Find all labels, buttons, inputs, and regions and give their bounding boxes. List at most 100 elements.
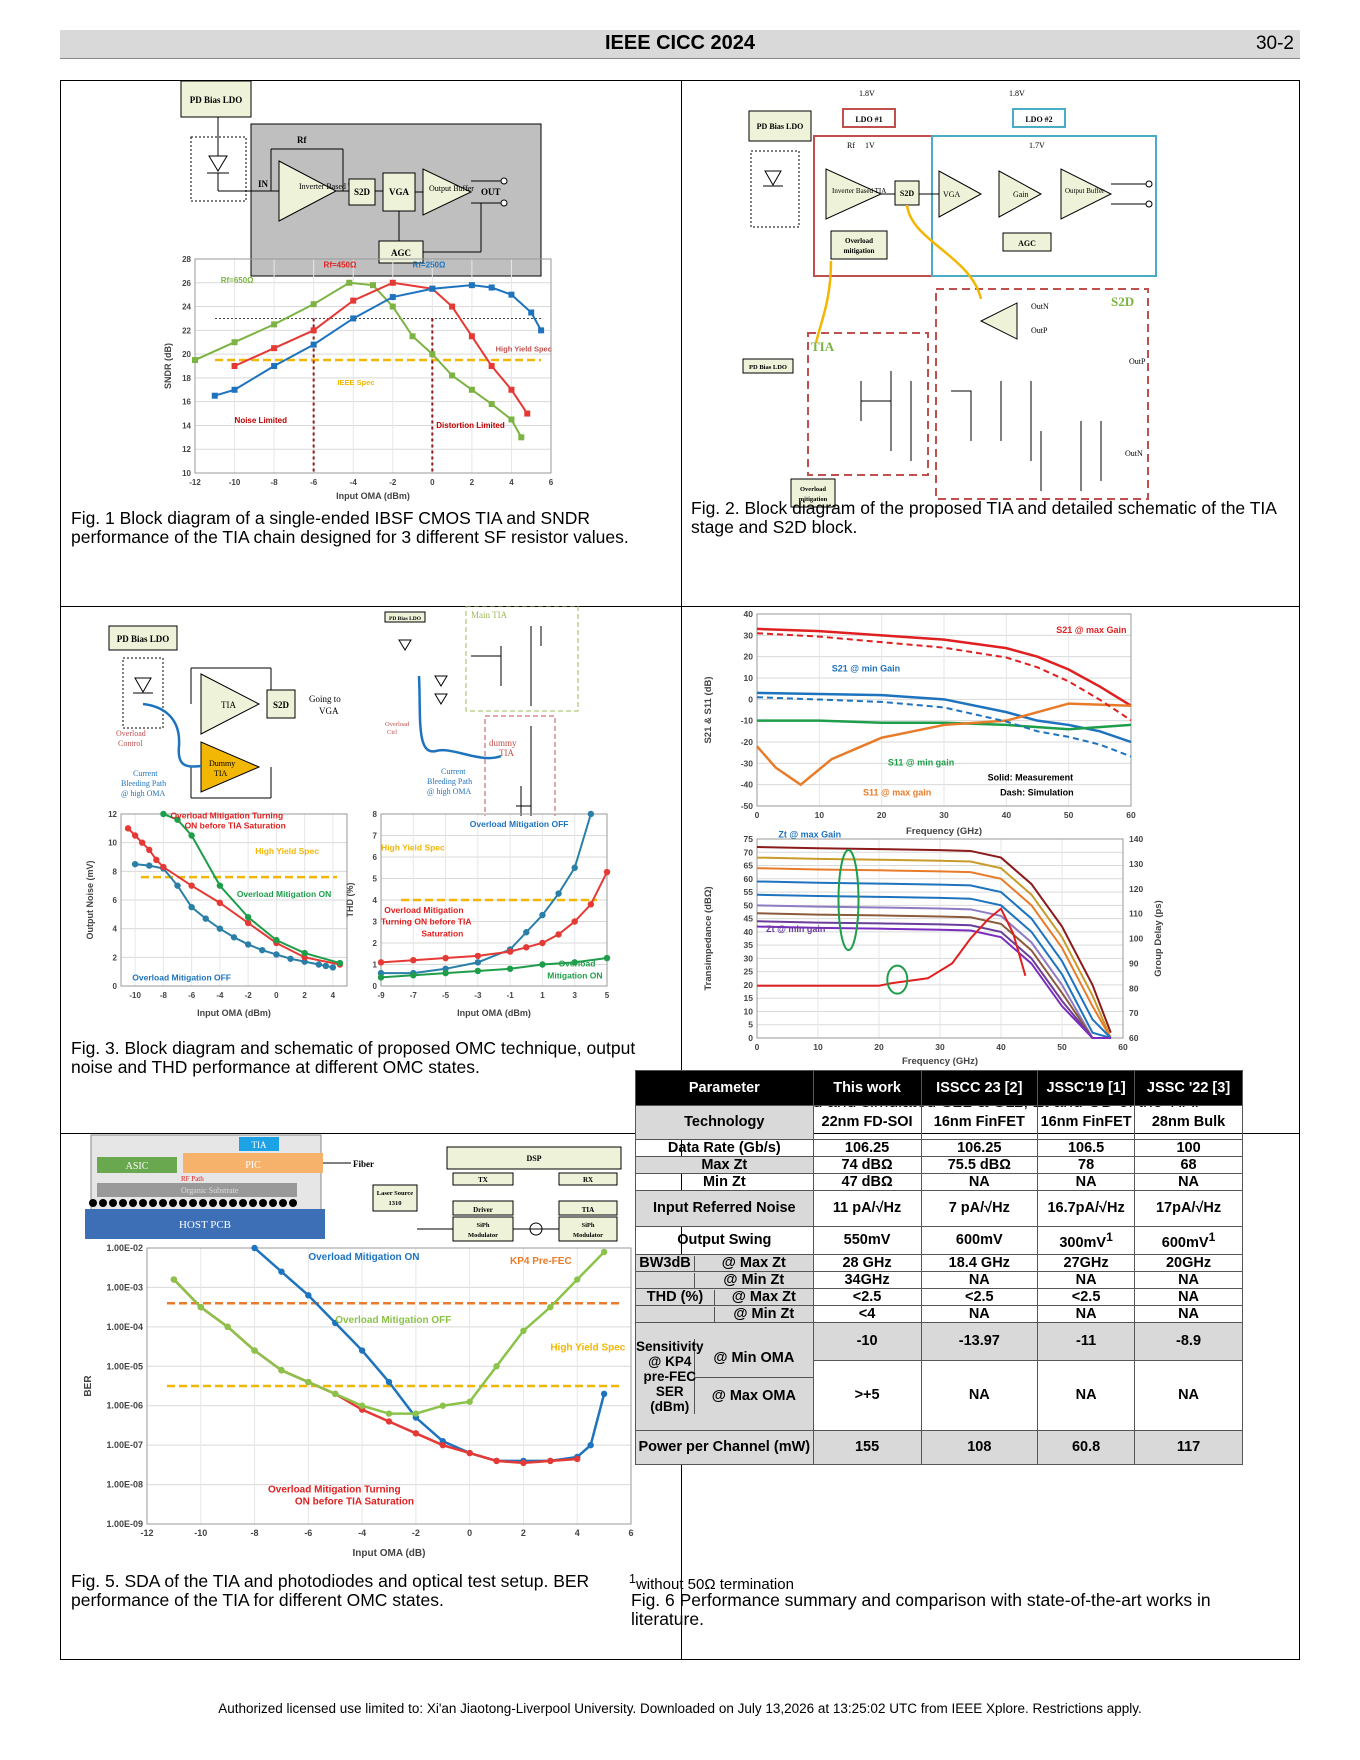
svg-text:TIA: TIA — [214, 769, 228, 778]
y-tick-label: 0 — [113, 982, 118, 991]
y-axis-label: Output Noise (mV) — [85, 861, 95, 940]
fig5-panel: TIA ASIC PIC RF Path Organic Substrate H… — [61, 1133, 681, 1659]
data-point — [574, 1455, 581, 1463]
series-line — [172, 1251, 606, 1415]
zt-curve — [756, 880, 1112, 1039]
data-point — [329, 964, 337, 971]
annotation: S11 @ min gain — [888, 757, 954, 767]
y2-tick-label: 120 — [1129, 884, 1143, 894]
data-point — [385, 1410, 393, 1417]
x-tick-label: -4 — [216, 991, 224, 1000]
x-tick-label: 0 — [430, 478, 435, 487]
data-point — [170, 1276, 178, 1283]
data-point — [131, 860, 139, 868]
annotation: High Yield Spec — [550, 1343, 625, 1354]
series-line — [194, 281, 523, 438]
x-tick-label: 4 — [509, 478, 514, 487]
highlight-ellipse — [886, 964, 909, 995]
y-axis-label: BER — [83, 1375, 94, 1397]
zt-curve — [756, 904, 1111, 1039]
data-point — [493, 1363, 500, 1370]
y-tick-label: 8 — [113, 867, 118, 876]
y-tick-label: 6 — [113, 896, 118, 905]
data-point — [160, 810, 167, 818]
annotation: KP4 Pre-FEC — [510, 1256, 572, 1267]
data-point — [216, 899, 224, 907]
y-tick-label: 10 — [744, 1006, 754, 1016]
svg-text:LDO #2: LDO #2 — [1025, 115, 1052, 124]
y-tick-label: 75 — [744, 834, 754, 844]
x-tick-label: 6 — [628, 1528, 633, 1538]
data-point — [251, 1244, 258, 1252]
fig2-schematic: PD Bias LDO 1.8V 1.8V LDO #1 LDO #2 Rf 1… — [742, 89, 1157, 508]
svg-text:Laser Source: Laser Source — [377, 1190, 414, 1197]
svg-text:AGC: AGC — [1018, 239, 1036, 248]
y-tick-label: 12 — [108, 810, 117, 819]
svg-text:Going to: Going to — [309, 694, 341, 704]
data-point — [370, 282, 376, 289]
x-tick-label: -12 — [140, 1528, 153, 1538]
x-tick-label: 4 — [331, 991, 336, 1000]
x-tick-label: 0 — [274, 991, 279, 1000]
series-line — [756, 702, 1132, 787]
data-point — [587, 810, 595, 818]
y2-axis-label: Group Delay (ps) — [1153, 900, 1164, 977]
zt-curve — [756, 856, 1112, 1039]
x-tick-label: 10 — [815, 810, 825, 820]
y-tick-label: 1.00E-04 — [106, 1322, 143, 1332]
svg-text:VGA: VGA — [943, 190, 961, 199]
svg-text:Output Buffer: Output Buffer — [1065, 187, 1105, 195]
table-row: Sensitivity @ KP4 pre-FEC SER (dBm)@ Min… — [635, 1322, 1243, 1431]
data-point — [539, 939, 546, 947]
svg-text:TIA: TIA — [499, 748, 514, 758]
data-point — [439, 1402, 446, 1409]
fig1-panel: PD Bias LDO IN Inverter Based TIA Rf S2D… — [61, 81, 681, 606]
svg-text:VGA: VGA — [389, 187, 410, 197]
svg-text:Current: Current — [441, 767, 466, 776]
fig5-ber-chart: 1.00E-091.00E-081.00E-071.00E-061.00E-05… — [83, 1243, 634, 1558]
svg-text:Bleeding Path: Bleeding Path — [121, 779, 166, 788]
svg-text:Modulator: Modulator — [573, 1232, 603, 1239]
annotation: Solid: Measurement — [988, 772, 1074, 782]
y-tick-label: 2 — [373, 939, 378, 948]
x-tick-label: 50 — [1064, 810, 1074, 820]
y-tick-label: 25 — [744, 967, 754, 977]
svg-text:PD Bias LDO: PD Bias LDO — [749, 364, 787, 371]
svg-text:1.8V: 1.8V — [1009, 89, 1025, 98]
data-point — [389, 303, 396, 310]
annotation: Mitigation ON — [547, 970, 602, 980]
data-point — [377, 974, 385, 981]
svg-text:Overload: Overload — [800, 486, 826, 493]
data-point — [202, 915, 209, 922]
svg-text:S2D: S2D — [354, 187, 371, 197]
fig6-footnote: 1without 50Ω termination — [629, 1572, 794, 1593]
svg-text:Modulator: Modulator — [468, 1232, 498, 1239]
annotation: Noise Limited — [235, 416, 288, 425]
data-point — [124, 825, 132, 832]
y2-tick-label: 110 — [1129, 909, 1143, 919]
annotation: Overload — [559, 959, 596, 969]
data-point — [350, 297, 357, 304]
series-line — [162, 813, 341, 965]
svg-text:Bleeding Path: Bleeding Path — [427, 777, 472, 786]
annotation: Rf=450Ω — [324, 260, 357, 269]
data-point — [571, 918, 578, 925]
data-point — [449, 372, 456, 379]
svg-text:VGA: VGA — [319, 706, 339, 716]
annotation: Zt @ max Gain — [778, 831, 841, 840]
data-point — [259, 946, 266, 954]
data-point — [216, 925, 224, 932]
y-tick-label: 1.00E-06 — [106, 1401, 143, 1411]
svg-text:HOST PCB: HOST PCB — [179, 1219, 231, 1231]
svg-text:Driver: Driver — [473, 1206, 493, 1214]
svg-text:1310: 1310 — [389, 1200, 402, 1207]
data-point — [346, 279, 353, 286]
svg-text:OutN: OutN — [1031, 302, 1049, 311]
x-tick-label: -8 — [160, 991, 168, 1000]
data-point — [389, 279, 396, 286]
data-point — [174, 882, 181, 889]
annotation: ON before TIA Saturation — [185, 820, 286, 830]
